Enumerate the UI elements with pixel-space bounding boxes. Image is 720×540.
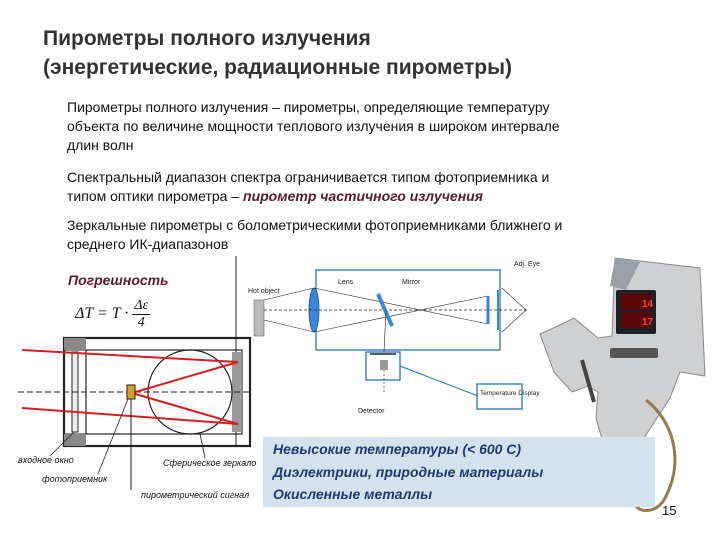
- page-number: 15: [662, 503, 676, 518]
- device-display-bottom: 17: [642, 317, 654, 328]
- application-note-box: Невысокие температуры (< 600 С) Диэлектр…: [263, 437, 655, 507]
- device-display-top: 14: [642, 299, 654, 310]
- note-line-oxidized-metals: Окисленные металлы: [273, 486, 432, 502]
- note-line-low-temperatures: Невысокие температуры (< 600 С): [273, 441, 521, 457]
- note-line-dielectrics: Диэлектрики, природные материалы: [273, 464, 543, 480]
